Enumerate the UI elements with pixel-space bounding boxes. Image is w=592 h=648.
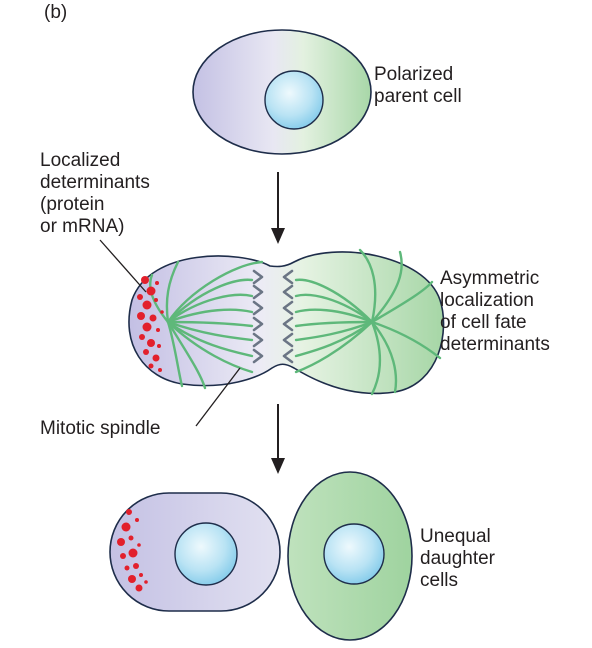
daughter-cell-purple: [109, 492, 281, 612]
chromosomes: [252, 269, 294, 364]
label-localized-determinants: Localized determinants (protein or mRNA): [40, 150, 150, 237]
label-polarized-parent-cell: Polarized parent cell: [374, 64, 462, 107]
label-unequal-daughter-cells: Unequal daughter cells: [420, 526, 496, 591]
parent-nucleus: [264, 70, 324, 130]
panel-label: (b): [44, 2, 68, 23]
determinants-dots: [137, 276, 164, 372]
arrow-down-icon: [271, 172, 285, 244]
daughter-nucleus-green: [323, 523, 385, 585]
label-mitotic-spindle: Mitotic spindle: [40, 418, 161, 439]
determinants-leader-line: [99, 239, 147, 293]
daughter-nucleus-purple: [174, 522, 238, 586]
daughter-determinants-dots: [117, 509, 148, 592]
mitotic-spindle: [149, 248, 442, 396]
spindle-leader-line: [195, 367, 241, 427]
arrow-down-icon: [271, 404, 285, 474]
label-asymmetric-localization: Asymmetric localization of cell fate det…: [440, 268, 550, 355]
parent-cell: [192, 29, 372, 155]
dividing-cell: [128, 248, 445, 396]
daughter-cell-green: [287, 471, 413, 641]
